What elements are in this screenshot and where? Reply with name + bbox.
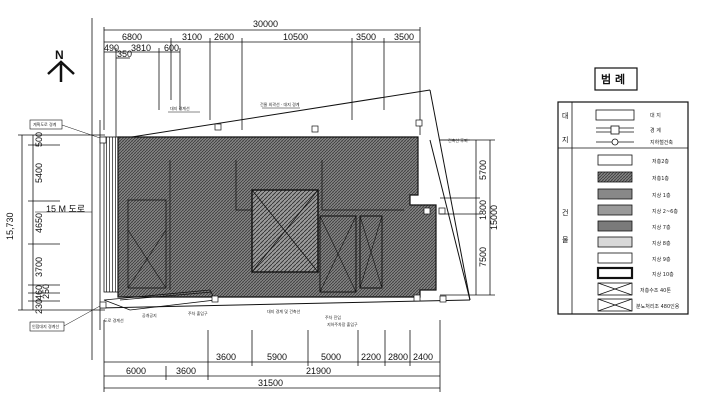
legend-g1-item-2: 지하철건축 bbox=[650, 139, 673, 146]
legend-g2-item-6: 지상 9층 bbox=[652, 256, 671, 263]
note-3: 건물 외곽선 · 대지 경계 bbox=[260, 101, 300, 107]
legend-title: 범 례 bbox=[601, 72, 625, 86]
legend-g2-item-2: 지상 1층 bbox=[652, 192, 671, 199]
bottom-dim-8: 21900 bbox=[306, 366, 331, 376]
markers bbox=[99, 119, 447, 309]
right-dim-0: 5700 bbox=[478, 160, 488, 180]
road-edge bbox=[91, 120, 101, 360]
legend-g2-item-5: 지상 8층 bbox=[652, 240, 671, 247]
bottom-dimensions bbox=[103, 320, 441, 392]
legend-group2-label-1: 물 bbox=[562, 236, 569, 244]
note-10: 주차 진입 bbox=[325, 314, 341, 320]
legend-g2-item-4: 지상 7층 bbox=[652, 224, 671, 231]
legend-g2-item-0: 저층2층 bbox=[652, 158, 669, 165]
top-dim-5: 3500 bbox=[394, 32, 414, 42]
top-dim-2: 2600 bbox=[214, 32, 234, 42]
legend-group1-label-0: 대 bbox=[562, 112, 568, 120]
note-4: 대지 경계선 bbox=[170, 105, 190, 111]
legend-g1-item-0: 대 지 bbox=[650, 112, 661, 119]
legend-g2-item-8: 저층수조 40톤 bbox=[640, 287, 671, 294]
top-dim-0: 6800 bbox=[122, 32, 142, 42]
left-dim-2: 4650 bbox=[34, 213, 44, 233]
north-label: N bbox=[55, 48, 64, 62]
left-total-dim: 15,730 bbox=[5, 212, 15, 240]
left-dim-6: 230 bbox=[34, 299, 44, 314]
bottom-dim-6: 6000 bbox=[126, 366, 146, 376]
top-dim-4: 3500 bbox=[356, 32, 376, 42]
legend-group2-label-0: 건 bbox=[562, 208, 568, 217]
right-total: 15000 bbox=[489, 205, 499, 230]
right-dim-1: 1800 bbox=[478, 200, 488, 220]
top-total-dim: 30000 bbox=[253, 19, 278, 29]
bottom-dim-3: 2200 bbox=[361, 352, 381, 362]
bottom-dim-5: 2400 bbox=[413, 352, 433, 362]
note-1: 계획도로 경계 bbox=[33, 121, 57, 127]
legend-g2-item-3: 지상 2~6층 bbox=[652, 208, 678, 215]
note-11: 지하주차장 출입구 bbox=[327, 321, 358, 327]
north-arrow: N bbox=[47, 48, 75, 82]
bottom-dim-2: 5000 bbox=[321, 352, 341, 362]
top-dimensions bbox=[91, 18, 421, 140]
bottom-dim-4: 2800 bbox=[388, 352, 408, 362]
top-dim-1: 3100 bbox=[182, 32, 202, 42]
right-dimensions bbox=[440, 139, 495, 296]
note-6: 도로 경계선 bbox=[104, 317, 124, 323]
note-2: 인접대지 경계선 bbox=[32, 323, 59, 329]
building-mass bbox=[103, 136, 437, 298]
bottom-dim-7: 3600 bbox=[176, 366, 196, 376]
top-dim-7: 3810 bbox=[131, 43, 151, 53]
bottom-dim-0: 3600 bbox=[216, 352, 236, 362]
road-label: 15 M 도로 bbox=[46, 204, 85, 214]
legend-g2-item-9: 분뇨처리조 480인용 bbox=[636, 303, 680, 310]
left-dim-4: 460 bbox=[34, 285, 44, 300]
top-dim-6: 490 bbox=[104, 43, 119, 53]
legend-g2-item-7: 지상 10층 bbox=[652, 271, 674, 278]
top-dim-8: 600 bbox=[164, 43, 179, 53]
right-dim-2: 7500 bbox=[478, 247, 488, 267]
top-dim-9: 350 bbox=[117, 49, 132, 59]
left-dim-0: 500 bbox=[34, 132, 44, 147]
bottom-dim-1: 5900 bbox=[267, 352, 287, 362]
legend: 범 례 대 지 건 물 대 지 경 계 지하철건축 저층2층 bbox=[557, 67, 689, 315]
legend-g1-item-1: 경 계 bbox=[650, 127, 661, 134]
left-dim-5: 250 bbox=[41, 284, 51, 299]
top-dim-3: 10500 bbox=[283, 32, 308, 42]
left-dim-1: 5400 bbox=[34, 163, 44, 183]
note-7: 공개공지 bbox=[142, 312, 157, 318]
legend-group1-label-1: 지 bbox=[562, 135, 568, 144]
bottom-total: 31500 bbox=[258, 378, 283, 388]
left-dim-3: 3700 bbox=[34, 257, 44, 277]
legend-g2-item-1: 저층1층 bbox=[652, 175, 669, 182]
note-9: 대지 경계 및 건축선 bbox=[267, 308, 301, 314]
note-8: 주차 출입구 bbox=[188, 310, 208, 316]
